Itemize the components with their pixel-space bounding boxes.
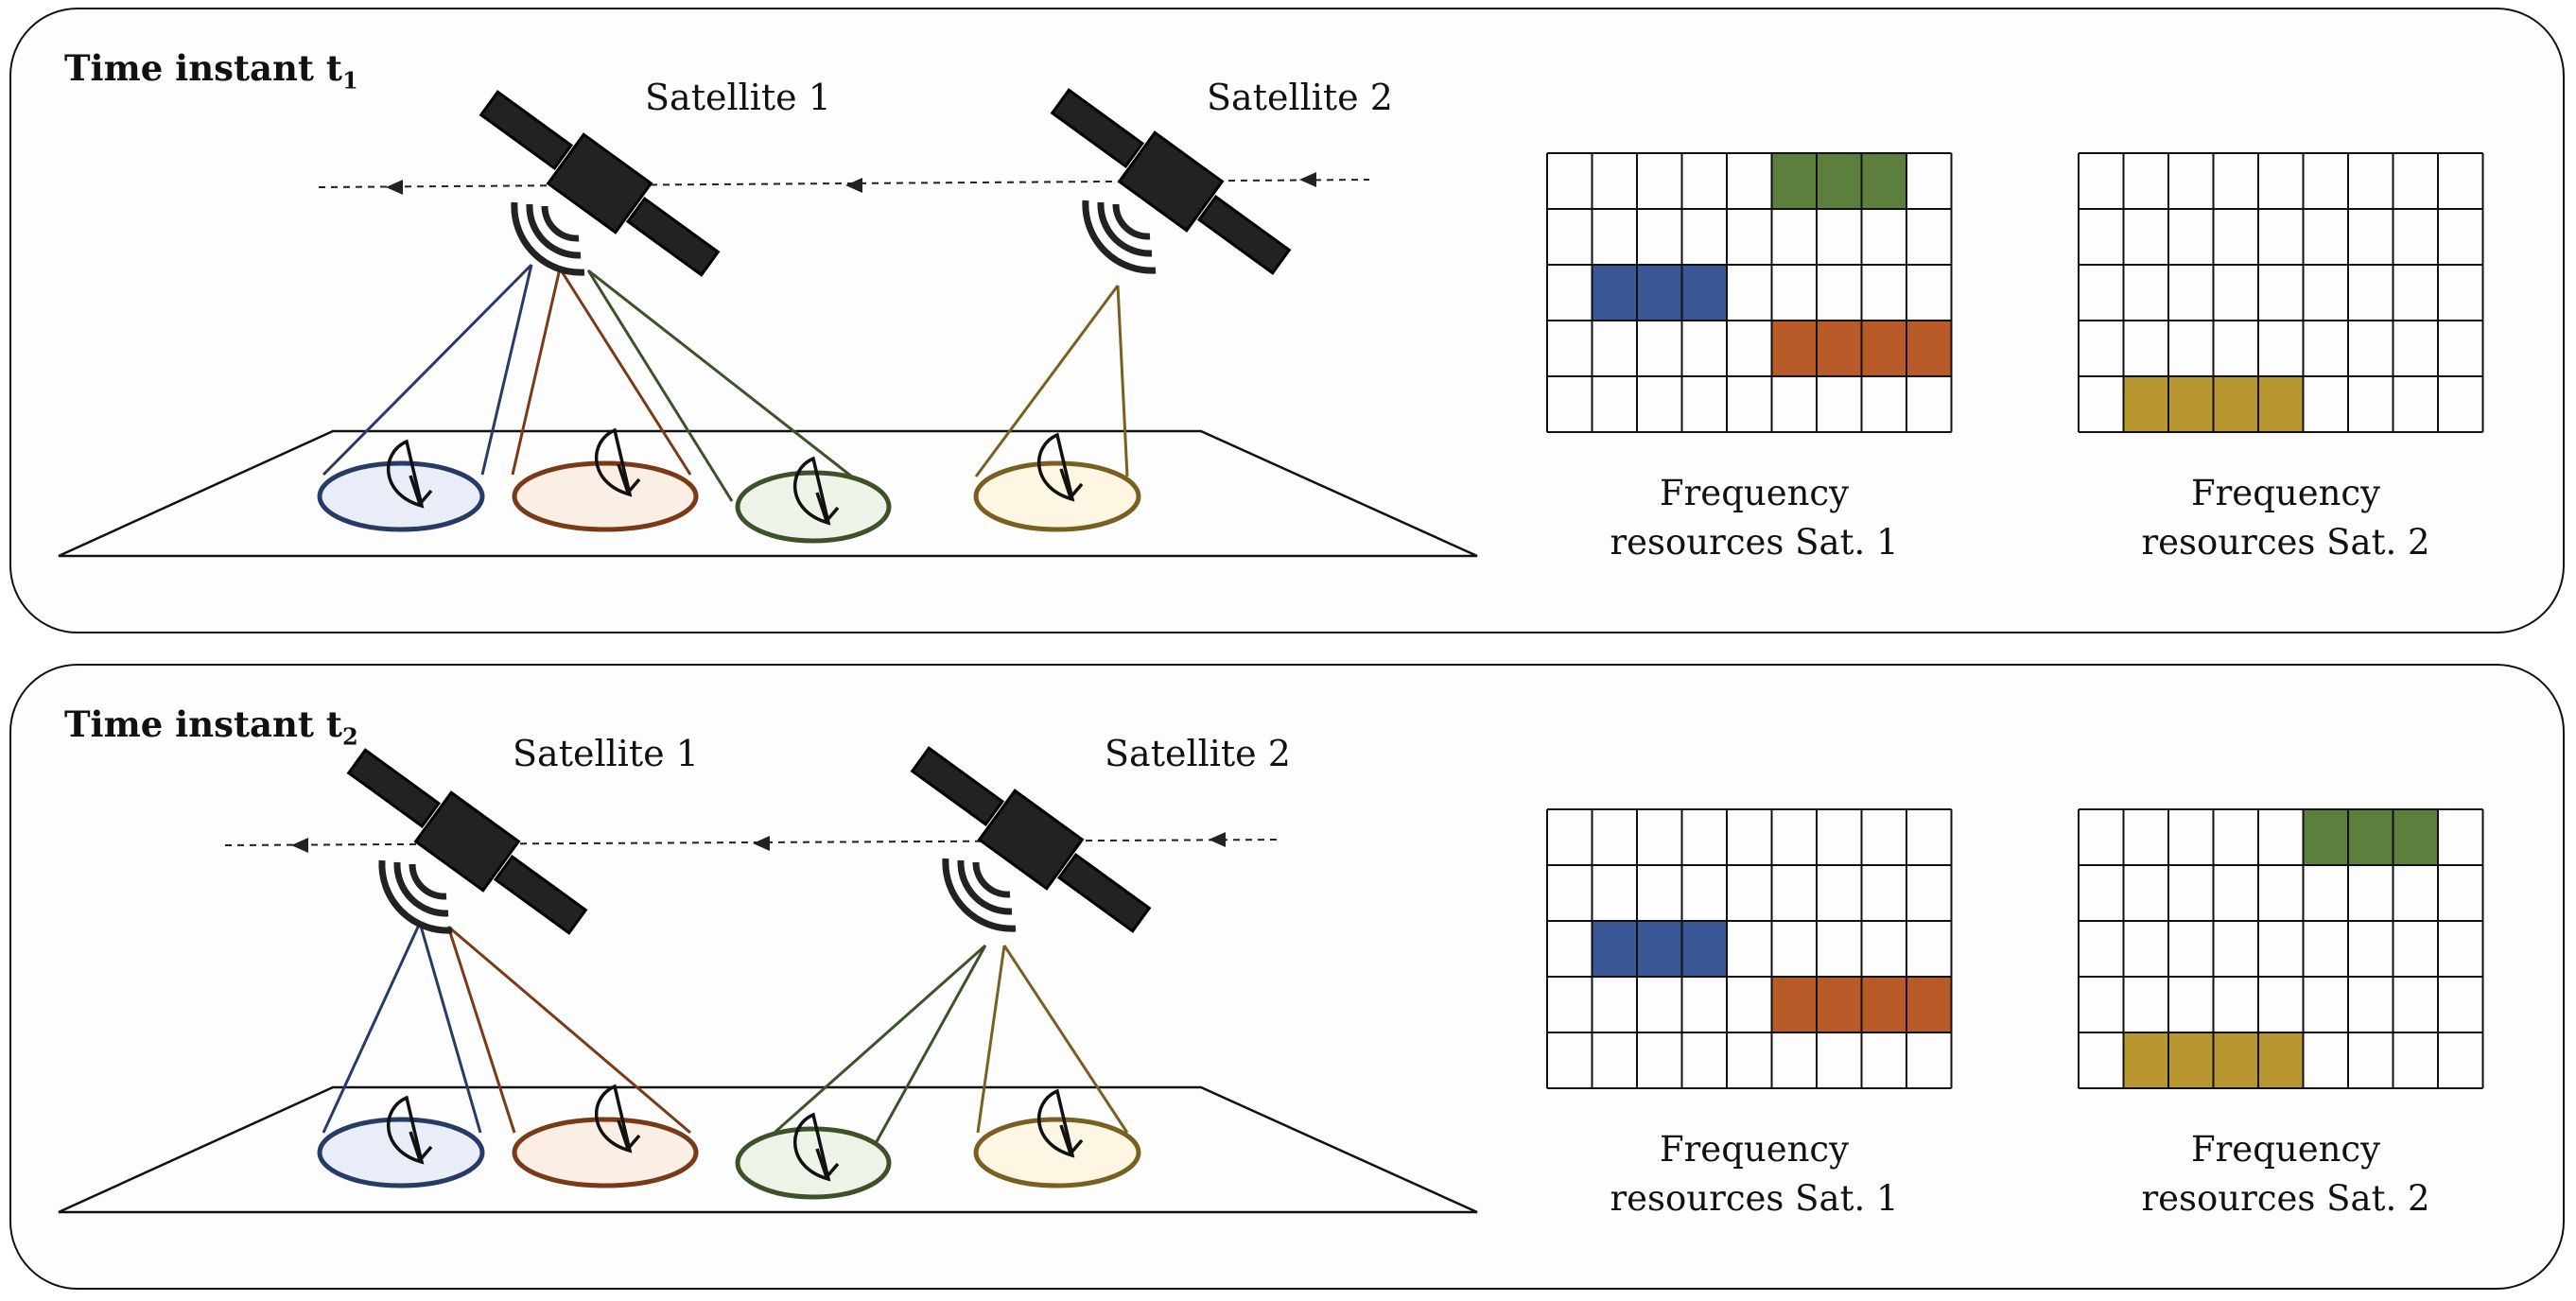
resource-block-orange xyxy=(1817,321,1862,376)
caption-line: resources Sat. 1 xyxy=(1610,522,1899,563)
resource-block-blue xyxy=(1681,921,1727,977)
coverage-area-orange xyxy=(512,460,699,532)
satellite-1-label: Satellite 1 xyxy=(513,733,699,774)
beam-gold xyxy=(976,945,1129,1134)
orbit-path xyxy=(224,839,1279,846)
resource-block-gold xyxy=(2123,1032,2168,1088)
satellite-icon xyxy=(346,748,588,935)
orbit-arrow xyxy=(1209,832,1226,847)
satellite-icon xyxy=(1050,88,1292,275)
satellite-1-label: Satellite 1 xyxy=(645,77,831,118)
coverage-area-orange xyxy=(512,1117,699,1188)
resource-block-green xyxy=(2393,809,2438,865)
resource-block-orange xyxy=(1817,977,1862,1032)
beam-gold xyxy=(974,285,1129,477)
satellite-signal-icon xyxy=(378,859,453,934)
resource-block-gold xyxy=(2168,376,2214,432)
panel-title: Time instant t1 xyxy=(64,47,358,95)
resource-block-gold xyxy=(2123,376,2168,432)
orbit-arrow xyxy=(753,836,770,851)
resource-block-green xyxy=(1817,153,1862,209)
panel-title: Time instant t2 xyxy=(64,703,358,751)
beam-blue xyxy=(322,922,482,1134)
resource-block-gold xyxy=(2213,1032,2258,1088)
dish-antenna-icon xyxy=(792,1112,840,1182)
frequency-grid-sat-1 xyxy=(1546,808,1953,1089)
caption-line: Frequency xyxy=(2190,1129,2381,1170)
resource-block-orange xyxy=(1861,321,1906,376)
frequency-grid-sat-2 xyxy=(2078,152,2484,433)
resource-block-green xyxy=(1861,153,1906,209)
satellite-signal-icon xyxy=(1082,199,1157,274)
caption-line: resources Sat. 2 xyxy=(2141,522,2430,563)
caption-line: Frequency xyxy=(2190,473,2381,513)
resource-block-blue xyxy=(1637,921,1682,977)
resource-block-blue xyxy=(1681,265,1727,321)
time-instant-panel-2: Time instant t2 xyxy=(9,664,2565,1290)
dish-antenna-icon xyxy=(594,427,641,497)
frequency-grid-sat-2 xyxy=(2078,808,2484,1089)
satellite-2-label: Satellite 2 xyxy=(1207,77,1393,118)
satellite-signal-icon xyxy=(942,858,1017,932)
resource-block-green xyxy=(1771,153,1817,209)
beam-green xyxy=(750,944,987,1155)
satellite-signal-icon xyxy=(511,201,585,276)
resource-block-blue xyxy=(1637,265,1682,321)
beam-orange xyxy=(511,268,692,476)
coverage-area-gold xyxy=(973,1117,1141,1188)
grid-caption-sat-2: Frequency resources Sat. 2 xyxy=(2082,1125,2489,1223)
resource-block-green xyxy=(2348,809,2393,865)
dish-antenna-icon xyxy=(386,1095,433,1165)
orbit-arrow xyxy=(1299,172,1316,187)
resource-block-orange xyxy=(1861,977,1906,1032)
time-instant-panel-1: Time instant t1 xyxy=(9,8,2565,633)
resource-block-green xyxy=(2303,809,2348,865)
ground-plane xyxy=(58,429,1478,558)
resource-block-gold xyxy=(2258,376,2304,432)
satellite-2-label: Satellite 2 xyxy=(1105,733,1291,774)
resource-block-gold xyxy=(2213,376,2258,432)
orbit-arrow xyxy=(291,838,308,853)
ground-plane xyxy=(58,1085,1478,1214)
caption-line: resources Sat. 1 xyxy=(1610,1178,1899,1219)
resource-block-orange xyxy=(1771,977,1817,1032)
coverage-area-gold xyxy=(973,460,1141,532)
satellite-icon xyxy=(479,90,721,277)
grid-caption-sat-1: Frequency resources Sat. 1 xyxy=(1551,1125,1958,1223)
orbit-arrow xyxy=(845,178,862,193)
beam-blue xyxy=(322,263,533,477)
caption-line: resources Sat. 2 xyxy=(2141,1178,2430,1219)
beam-orange xyxy=(446,925,691,1135)
dish-antenna-icon xyxy=(594,1084,641,1154)
dish-antenna-icon xyxy=(386,439,433,509)
resource-block-blue xyxy=(1592,921,1637,977)
coverage-area-green xyxy=(735,1126,892,1200)
dish-antenna-icon xyxy=(1036,1088,1084,1158)
frequency-grid-sat-1 xyxy=(1546,152,1953,433)
resource-block-orange xyxy=(1906,977,1952,1032)
resource-block-orange xyxy=(1771,321,1817,376)
resource-block-gold xyxy=(2258,1032,2304,1088)
grid-caption-sat-1: Frequency resources Sat. 1 xyxy=(1551,469,1958,567)
coverage-area-green xyxy=(735,470,892,544)
orbit-arrow xyxy=(386,180,403,195)
satellite-icon xyxy=(910,746,1152,933)
caption-line: Frequency xyxy=(1659,1129,1850,1170)
grid-caption-sat-2: Frequency resources Sat. 2 xyxy=(2082,469,2489,567)
resource-block-gold xyxy=(2168,1032,2214,1088)
scene-diagram: Satellite 1 Satellite 2 xyxy=(58,77,2484,558)
resource-block-orange xyxy=(1906,321,1952,376)
caption-line: Frequency xyxy=(1659,473,1850,513)
beam-green xyxy=(586,269,884,503)
dish-antenna-icon xyxy=(792,456,840,526)
resource-block-blue xyxy=(1592,265,1637,321)
dish-antenna-icon xyxy=(1036,432,1084,502)
scene-diagram: Satellite 1 Satellite 2 xyxy=(58,733,2484,1214)
